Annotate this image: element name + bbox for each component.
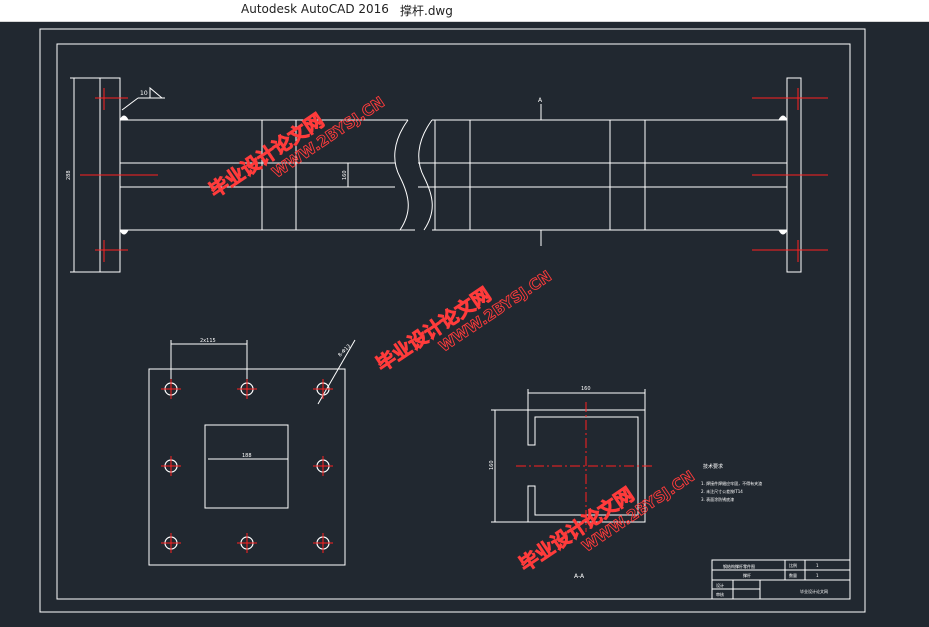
title-block-text: 钢结构撑杆零件图 撑杆 比例 1 数量 1 设计 审核 毕业设计论文网 (716, 562, 828, 597)
review-label: 审核 (716, 591, 724, 597)
hole-spacing-dim: 2x115 (200, 338, 216, 344)
title-block (711, 559, 851, 600)
weld-symbol-label: 10 (140, 90, 148, 97)
end-plate-center-opening (204, 424, 289, 509)
section-mark-label: A (538, 97, 543, 104)
drawing-name: 撑杆 (743, 572, 751, 578)
section-caption: A-A (574, 573, 585, 580)
project-name: 钢结构撑杆零件图 (723, 563, 755, 569)
sheet-value: 1 (816, 573, 819, 578)
elevation-view (70, 77, 802, 273)
section-aa-view (491, 389, 646, 523)
notes-title: 技术要求 (703, 463, 723, 470)
end-plate-text: 2x115 188 8-Φ13 (200, 338, 352, 459)
sheet-inner-border (56, 43, 851, 600)
window-titlebar: Autodesk AutoCAD 2016 撑杆.dwg (0, 0, 929, 22)
note-item: 1. 焊接件焊缝应牢固，不得有夹渣 (701, 480, 762, 486)
channel-outline (527, 409, 646, 523)
note-item: 3. 表面涂防锈底漆 (701, 496, 734, 502)
break-line-right (418, 119, 433, 231)
plate-hole-centerlines (161, 379, 333, 553)
technical-notes: 技术要求 1. 焊接件焊缝应牢固，不得有夹渣 2. 未注尺寸公差按IT14 3.… (701, 463, 762, 502)
break-line-left (394, 119, 409, 231)
end-plate-view (148, 339, 356, 566)
app-title: Autodesk AutoCAD 2016 (241, 2, 389, 16)
sheet-outer-border (39, 28, 866, 613)
sheet-label: 数量 (789, 572, 797, 578)
plate-holes (164, 382, 330, 550)
section-text: 160 160 A-A (489, 386, 591, 580)
document-title: 撑杆.dwg (400, 4, 453, 18)
watermark: 毕业设计论文网 WWW.2BYSJ.CN (514, 467, 698, 577)
watermark: 毕业设计论文网 WWW.2BYSJ.CN (371, 267, 555, 377)
channel-height-dim: 160 (489, 460, 495, 470)
scale-label: 比例 (789, 562, 797, 568)
elevation-height-dim: 288 (66, 170, 72, 180)
drawing-canvas[interactable]: 10 A 288 160 2x115 188 (0, 22, 929, 627)
scale-value: 1 (816, 563, 819, 568)
design-label: 设计 (716, 582, 724, 588)
elevation-inner-dim: 160 (342, 170, 348, 180)
elevation-text: 10 A 288 160 (66, 90, 543, 180)
note-item: 2. 未注尺寸公差按IT14 (701, 488, 743, 494)
channel-width-dim: 160 (581, 386, 591, 392)
org-name: 毕业设计论文网 (800, 588, 828, 594)
elevation-centerlines (80, 88, 828, 262)
cad-drawing[interactable]: 10 A 288 160 2x115 188 (0, 22, 929, 627)
section-centerlines (516, 402, 655, 532)
center-width-dim: 188 (242, 453, 252, 459)
hole-diameter-dim: 8-Φ13 (337, 343, 352, 358)
